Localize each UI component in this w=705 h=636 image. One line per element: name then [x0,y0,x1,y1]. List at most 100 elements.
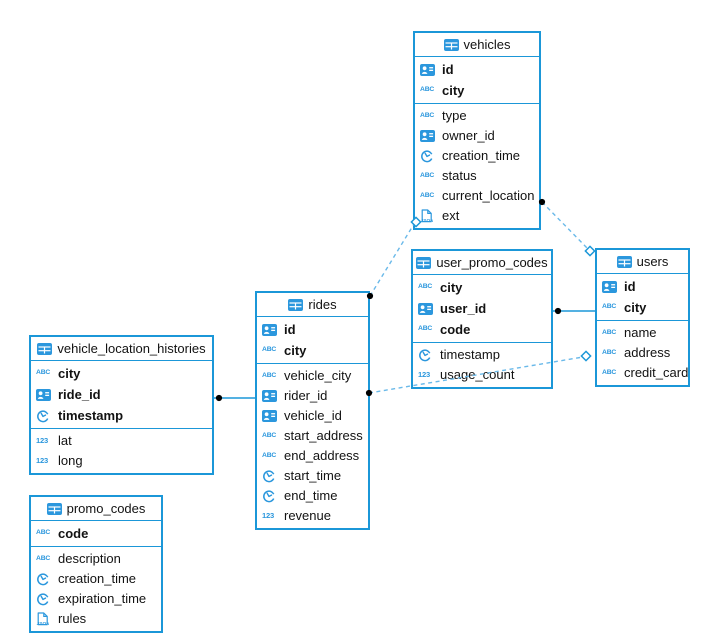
column-row-id[interactable]: id [257,319,368,340]
id-badge-icon [262,323,279,336]
column-row-user_id[interactable]: user_id [413,298,551,319]
relation-line-vehicles-to-users[interactable] [541,201,589,250]
relation-line-rides-to-users[interactable] [368,356,584,394]
column-name: city [624,299,647,315]
text-type-icon: ABC [420,111,435,119]
number-type-icon: 123 [418,370,431,380]
id-badge-icon [418,302,435,315]
column-row-city[interactable]: ABC city [31,363,212,384]
column-name: user_id [440,300,487,316]
column-row-ride_id[interactable]: ride_id [31,384,212,405]
text-type-icon: ABC [420,171,435,179]
column-name: city [442,82,465,98]
column-row-end_address[interactable]: ABC end_address [257,446,368,466]
table-header[interactable]: user_promo_codes [413,251,551,275]
column-name: expiration_time [58,591,147,606]
column-row-name[interactable]: ABC name [597,323,688,343]
table-header[interactable]: vehicle_location_histories [31,337,212,361]
table-icon [616,255,632,268]
text-type-icon: ABC [262,371,277,379]
column-row-id[interactable]: id [597,276,688,297]
primary-key-section: ABC city ride_id timestamp [31,361,212,429]
column-name: code [58,525,89,541]
id-badge-icon [420,63,437,76]
column-name: city [58,365,81,381]
table-header[interactable]: promo_codes [31,497,161,521]
table-name: users [636,254,669,269]
column-name: id [284,321,296,337]
text-type-icon: ABC [36,369,51,377]
id-badge-icon [420,130,437,142]
column-name: long [58,453,83,468]
column-name: lat [58,433,72,448]
column-row-type[interactable]: ABC type [415,106,539,126]
table-name: rides [308,297,337,312]
text-type-icon: ABC [262,451,277,459]
column-row-timestamp[interactable]: timestamp [413,345,551,365]
text-type-icon: ABC [36,554,51,562]
column-row-owner_id[interactable]: owner_id [415,126,539,146]
table-name: promo_codes [66,501,146,516]
column-row-timestamp[interactable]: timestamp [31,405,212,426]
table-header[interactable]: rides [257,293,368,317]
column-row-rider_id[interactable]: rider_id [257,386,368,406]
table-header[interactable]: vehicles [415,33,539,57]
timestamp-icon [36,592,53,606]
column-name: owner_id [442,128,495,143]
column-name: timestamp [58,407,124,423]
column-name: name [624,325,657,340]
table-header[interactable]: users [597,250,688,274]
text-type-icon: ABC [36,529,51,537]
column-row-expiration_time[interactable]: expiration_time [31,589,161,609]
column-row-code[interactable]: ABC code [31,523,161,544]
column-name: timestamp [440,347,500,362]
table-icon [416,256,432,269]
column-name: vehicle_id [284,408,342,423]
column-name: end_address [284,448,360,463]
column-name: start_address [284,428,363,443]
column-row-id[interactable]: id [415,59,539,80]
text-type-icon: ABC [602,328,617,336]
column-row-creation_time[interactable]: creation_time [415,146,539,166]
text-type-icon: ABC [418,283,433,291]
column-name: ride_id [58,386,101,402]
relation-line-rides-to-vehicles[interactable] [369,223,415,297]
text-type-icon: ABC [418,325,433,333]
column-name: type [442,108,467,123]
timestamp-icon [418,348,435,362]
svg-text:JSON: JSON [37,621,49,626]
column-row-creation_time[interactable]: creation_time [31,569,161,589]
column-row-end_time[interactable]: end_time [257,486,368,506]
column-row-start_time[interactable]: start_time [257,466,368,486]
column-row-vehicle_id[interactable]: vehicle_id [257,406,368,426]
column-name: city [284,342,307,358]
